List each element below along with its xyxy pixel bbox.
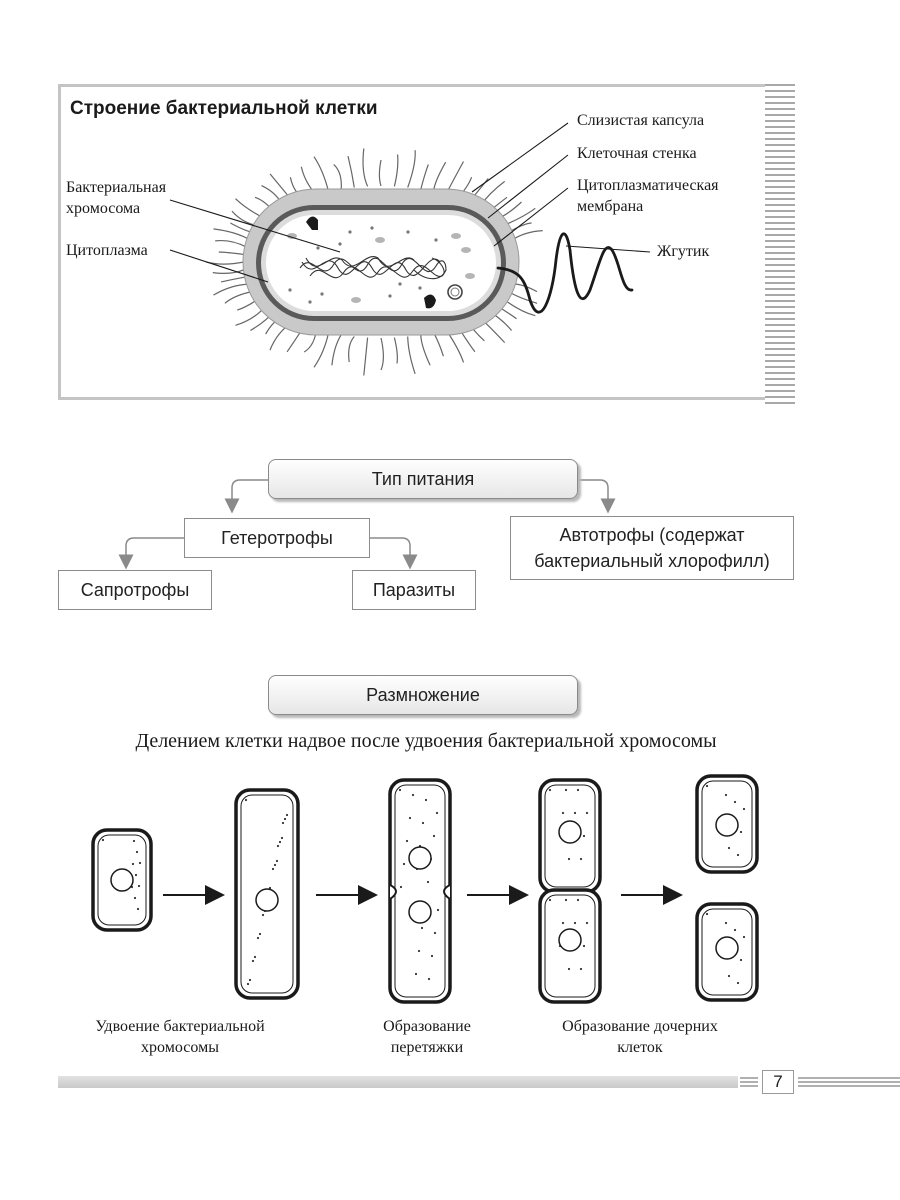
- pilus: [331, 334, 342, 366]
- pilus: [420, 334, 431, 366]
- nucleoid: [715, 936, 739, 960]
- granule: [348, 230, 352, 234]
- footer-lines-right: [798, 1077, 900, 1087]
- pilus: [407, 150, 416, 188]
- label-membrane-line2: мембрана: [577, 198, 644, 215]
- pilus: [393, 337, 398, 364]
- granule: [287, 233, 297, 239]
- granule: [338, 242, 342, 246]
- nucleoid: [558, 820, 582, 844]
- pilus: [378, 159, 382, 187]
- leader-lines: [169, 122, 651, 283]
- caption-chromosome-doubling: Удвоение бактериальной хромосомы: [62, 1016, 298, 1058]
- granule: [406, 230, 410, 234]
- granule: [398, 282, 402, 286]
- label-slime-capsule: Слизистая капсула: [577, 112, 705, 129]
- label-flagellum: Жгутик: [657, 243, 710, 260]
- pilus: [313, 156, 330, 192]
- pilus: [347, 155, 355, 188]
- pilus: [393, 154, 399, 187]
- granule: [308, 300, 312, 304]
- cell-stage-2: [234, 788, 300, 1000]
- pilus: [432, 331, 444, 357]
- caption-constriction: Образование перетяжки: [345, 1016, 509, 1058]
- caption-doubling-line1: Удвоение бактериальной: [95, 1018, 265, 1035]
- parasites-box: Паразиты: [352, 570, 476, 610]
- label-cell-wall: Клеточная стенка: [577, 145, 697, 162]
- label-chromosome-line2: хромосома: [66, 200, 141, 217]
- pilus: [313, 332, 330, 368]
- pilus: [432, 161, 447, 192]
- pilus: [220, 276, 247, 283]
- bacterial-cell-diagram: [169, 122, 651, 376]
- nutrition-connectors: [118, 479, 616, 570]
- pilus: [212, 268, 245, 274]
- cytoplasm-granules: [287, 226, 475, 304]
- cell-stage-3: [388, 778, 452, 1004]
- autotrophs-line1: Автотрофы (содержат: [559, 525, 745, 545]
- pilus: [380, 337, 384, 371]
- plasmid: [447, 284, 463, 300]
- nucleoid: [408, 900, 432, 924]
- granule: [320, 292, 324, 296]
- caption-daughter-line2: клеток: [617, 1039, 663, 1056]
- reproduction-pill: Размножение: [268, 675, 578, 715]
- structure-decor-stripes: [765, 84, 795, 406]
- granule: [465, 273, 475, 279]
- pilus: [362, 148, 369, 187]
- nucleoid: [255, 888, 279, 912]
- flagellum: [496, 232, 634, 314]
- footer-bar: [58, 1076, 738, 1088]
- granule: [316, 246, 320, 250]
- nucleoid: [715, 813, 739, 837]
- caption-constriction-line1: Образование: [383, 1018, 471, 1035]
- granule: [370, 226, 374, 230]
- label-membrane-line1: Цитоплазматическая: [577, 177, 719, 194]
- granule: [461, 247, 471, 253]
- pilus: [213, 228, 251, 241]
- nucleoid: [408, 846, 432, 870]
- pilus: [215, 240, 247, 248]
- bacterial-chromosome: [299, 256, 447, 280]
- reproduction-sentence: Делением клетки надвое после удвоения ба…: [135, 730, 717, 752]
- footer-lines-left: [740, 1077, 758, 1087]
- autotrophs-line2: бактериальный хлорофилл): [534, 551, 770, 571]
- caption-daughter-line1: Образование дочерних: [562, 1018, 718, 1035]
- cell-stage-1: [91, 828, 153, 932]
- caption-doubling-line2: хромосомы: [141, 1039, 219, 1056]
- daughter-cell-top: [695, 774, 759, 874]
- granule: [451, 233, 461, 239]
- pilus: [218, 251, 245, 256]
- cell-stage-4-bottom: [538, 888, 602, 1004]
- pilus: [420, 164, 429, 190]
- structure-title: Строение бактериальной клетки: [70, 98, 378, 119]
- label-chromosome-line1: Бактериальная: [66, 179, 167, 196]
- daughter-cell-bottom: [695, 902, 759, 1002]
- pilus: [333, 163, 342, 190]
- nutrition-type-pill: Тип питания: [268, 459, 578, 499]
- caption-daughter-cells: Образование дочерних клеток: [532, 1016, 748, 1058]
- nucleoid: [558, 928, 582, 952]
- granule: [351, 297, 361, 303]
- pilus: [511, 230, 543, 241]
- granule: [388, 294, 392, 298]
- cell-stage-4-top: [538, 778, 602, 894]
- granule: [375, 237, 385, 243]
- pilus: [348, 336, 355, 363]
- pilus: [363, 337, 369, 376]
- granule: [418, 286, 422, 290]
- granule: [288, 288, 292, 292]
- autotrophs-box: Автотрофы (содержат бактериальный хлороф…: [510, 516, 794, 580]
- nucleoid: [110, 868, 134, 892]
- caption-constriction-line2: перетяжки: [390, 1039, 464, 1056]
- cell-division-diagram: [91, 774, 759, 1004]
- page-number: 7: [762, 1070, 794, 1094]
- heterotrophs-box: Гетеротрофы: [184, 518, 370, 558]
- structure-frame: [58, 84, 765, 400]
- label-cytoplasm: Цитоплазма: [66, 242, 148, 259]
- saprotrophs-box: Сапротрофы: [58, 570, 212, 610]
- granule: [434, 238, 438, 242]
- pilus: [407, 336, 416, 374]
